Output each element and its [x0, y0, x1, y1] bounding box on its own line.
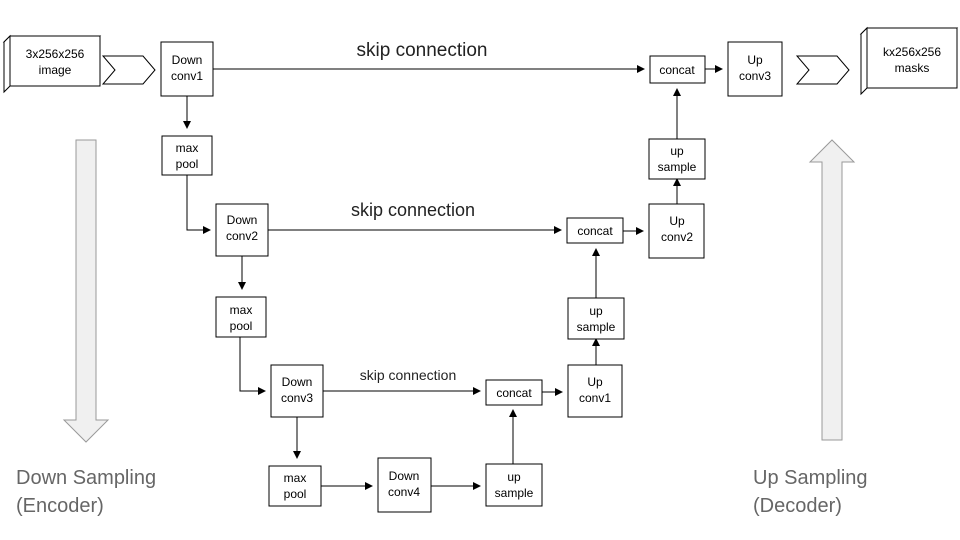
concat3-block: concat [649, 55, 706, 84]
block-label: pool [284, 487, 307, 501]
decoder-label-2: (Decoder) [753, 495, 842, 517]
block-label: conv2 [661, 230, 693, 244]
block-label: Down [227, 213, 258, 227]
max-pool1-block: max pool [161, 135, 213, 176]
block-label: conv3 [281, 391, 313, 405]
up-conv2-block: Up conv2 [648, 203, 705, 259]
block-label: conv1 [579, 391, 611, 405]
block-label: max [230, 303, 253, 317]
block-label: Down [172, 53, 203, 67]
down-conv4-block: Down conv4 [377, 457, 432, 513]
block-label: Down [282, 375, 313, 389]
output-chevron-icon [795, 55, 850, 85]
down-conv2-block: Down conv2 [215, 203, 269, 257]
input-image-block: 3x256x256 image [2, 34, 102, 94]
up-sample2-block: up sample [567, 297, 625, 340]
skip-label-top: skip connection [357, 40, 488, 61]
encoder-label-1: Down Sampling [16, 467, 156, 489]
block-label: sample [658, 160, 697, 174]
output-label-1: kx256x256 [883, 45, 941, 59]
block-label: conv4 [388, 485, 420, 499]
up-sampling-arrow-icon [808, 139, 856, 441]
skip-label-middle: skip connection [351, 200, 475, 220]
block-label: up [670, 144, 684, 158]
up-sample3-block: up sample [648, 138, 706, 180]
block-label: conv3 [739, 69, 771, 83]
block-label: Up [669, 214, 685, 228]
block-label: conv2 [226, 229, 258, 243]
block-label: concat [496, 386, 532, 400]
down-sampling-arrow-icon [62, 139, 110, 443]
block-label: concat [659, 63, 695, 77]
input-label-2: image [39, 63, 72, 77]
output-masks-block: kx256x256 masks [859, 26, 959, 96]
block-label: sample [577, 320, 616, 334]
decoder-label-1: Up Sampling [753, 467, 868, 489]
max-pool2-block: max pool [215, 296, 267, 338]
input-chevron-icon [101, 55, 156, 85]
up-conv3-block: Up conv3 [727, 41, 783, 97]
block-label: Up [747, 53, 763, 67]
pool1-to-down2-line [186, 175, 211, 234]
block-label: sample [495, 486, 534, 500]
concat1-block: concat [485, 379, 543, 406]
block-label: max [176, 141, 199, 155]
block-label: Down [389, 469, 420, 483]
block-label: pool [230, 319, 253, 333]
block-label: up [589, 304, 603, 318]
up-conv1-block: Up conv1 [567, 364, 623, 418]
max-pool3-block: max pool [268, 465, 322, 507]
block-label: up [507, 470, 521, 484]
concat2-block: concat [566, 217, 624, 244]
skip-label-bottom: skip connection [360, 367, 457, 383]
input-label-1: 3x256x256 [26, 47, 85, 61]
output-label-2: masks [895, 61, 930, 75]
block-label: max [284, 471, 307, 485]
up-sample1-block: up sample [485, 463, 543, 507]
pool2-to-down3-line [239, 337, 266, 395]
down-conv3-block: Down conv3 [270, 364, 324, 418]
block-label: concat [577, 224, 613, 238]
encoder-label-2: (Encoder) [16, 495, 104, 517]
block-label: pool [176, 157, 199, 171]
down-conv1-block: Down conv1 [160, 41, 214, 97]
block-label: conv1 [171, 69, 203, 83]
block-label: Up [587, 375, 603, 389]
